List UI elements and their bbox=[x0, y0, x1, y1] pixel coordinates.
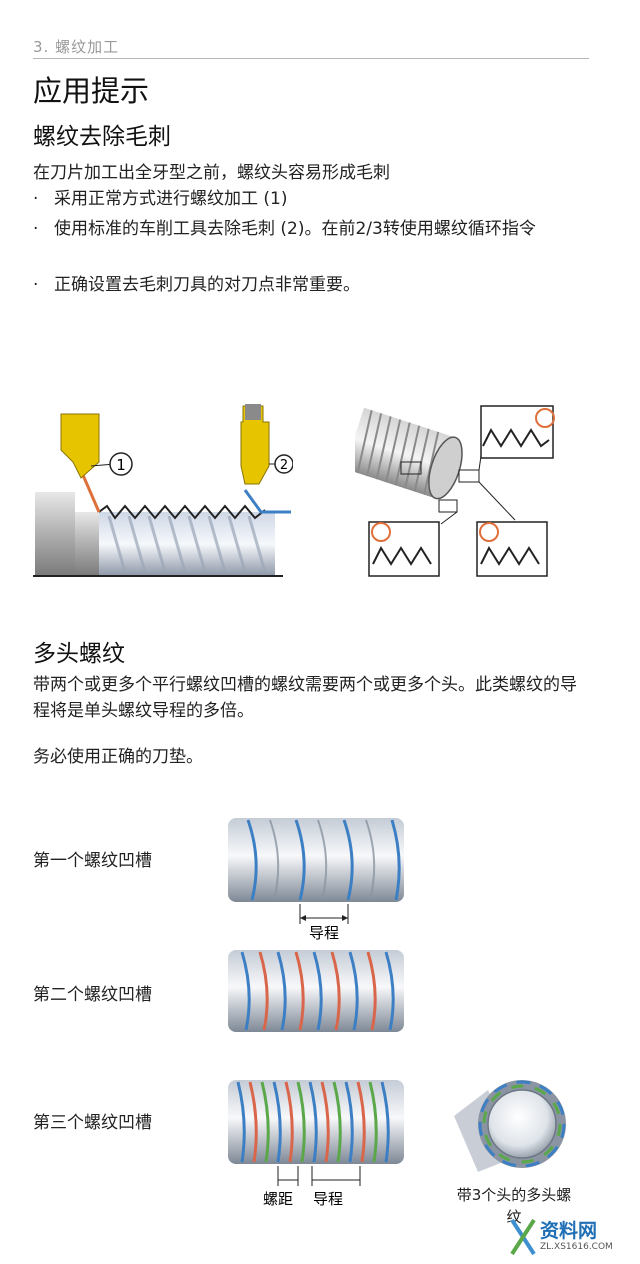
deburr-intro: 在刀片加工出全牙型之前，螺纹头容易形成毛刺 bbox=[33, 163, 390, 183]
detail-view-right bbox=[476, 521, 548, 577]
callout-2: 2 bbox=[280, 458, 288, 473]
tool2-path bbox=[243, 489, 291, 514]
pitch-caption: 螺距 bbox=[263, 1190, 293, 1208]
thread-body bbox=[99, 512, 275, 576]
deburr-tools-figure: 1 2 bbox=[33, 404, 293, 577]
insert-shim-note: 务必使用正确的刀垫。 bbox=[33, 747, 203, 767]
lead-caption: 导程 bbox=[309, 924, 339, 942]
row-label-groove-2: 第二个螺纹凹槽 bbox=[33, 985, 152, 1005]
bullet-text: 使用标准的车削工具去除毛刺 (2)。在前2/3转使用螺纹循环指令 bbox=[54, 219, 536, 239]
end-view-caption: 带3个头的多头螺纹 bbox=[456, 1186, 572, 1226]
tool1-insert bbox=[60, 413, 100, 479]
workpiece-neck bbox=[75, 512, 99, 576]
watermark-logo-icon bbox=[510, 1218, 536, 1256]
tool2-insert bbox=[240, 405, 270, 485]
bullet-text: 正确设置去毛刺刀具的对刀点非常重要。 bbox=[54, 275, 360, 295]
bullet-text: 采用正常方式进行螺纹加工 (1) bbox=[54, 189, 288, 209]
burr-detail-figure bbox=[355, 405, 555, 577]
chapter-header: 3. 螺纹加工 bbox=[33, 38, 120, 56]
watermark-text: 资料网 bbox=[540, 1220, 598, 1242]
section-heading-deburr: 螺纹去除毛刺 bbox=[33, 124, 171, 150]
three-start-end-view bbox=[454, 1080, 566, 1172]
watermark-url: ZL.XS1616.COM bbox=[540, 1242, 613, 1252]
bullet-item: · 使用标准的车削工具去除毛刺 (2)。在前2/3转使用螺纹循环指令 bbox=[33, 216, 593, 268]
detail-view-top bbox=[480, 405, 555, 459]
detail-view-left bbox=[368, 521, 440, 577]
single-start-thread-figure: 导程 bbox=[228, 818, 404, 942]
bullet-item: · 采用正常方式进行螺纹加工 (1) bbox=[33, 186, 593, 212]
page-title: 应用提示 bbox=[33, 74, 150, 108]
bullet-marker: · bbox=[33, 219, 39, 239]
section-heading-multistart: 多头螺纹 bbox=[33, 641, 125, 667]
row-label-groove-3: 第三个螺纹凹槽 bbox=[33, 1113, 152, 1133]
callout-2-circle bbox=[274, 454, 293, 474]
multistart-paragraph: 带两个或更多个平行螺纹凹槽的螺纹需要两个或更多个头。此类螺纹的导程将是单头螺纹导… bbox=[33, 675, 577, 721]
lead-caption: 导程 bbox=[313, 1190, 343, 1208]
header-divider bbox=[33, 58, 589, 59]
thread-profile bbox=[98, 504, 266, 520]
triple-start-thread-figure: 螺距 导程 bbox=[228, 1080, 404, 1208]
bullet-marker: · bbox=[33, 275, 39, 295]
double-start-thread-figure bbox=[228, 950, 404, 1032]
bullet-item: · 正确设置去毛刺刀具的对刀点非常重要。 bbox=[33, 272, 593, 298]
row-label-groove-1: 第一个螺纹凹槽 bbox=[33, 851, 152, 871]
workpiece-shoulder bbox=[35, 492, 75, 576]
callout-1-circle bbox=[109, 452, 133, 476]
threaded-rod bbox=[355, 407, 463, 500]
bullet-marker: · bbox=[33, 189, 39, 209]
callout-1: 1 bbox=[116, 456, 126, 474]
tool2-holder bbox=[245, 404, 261, 420]
